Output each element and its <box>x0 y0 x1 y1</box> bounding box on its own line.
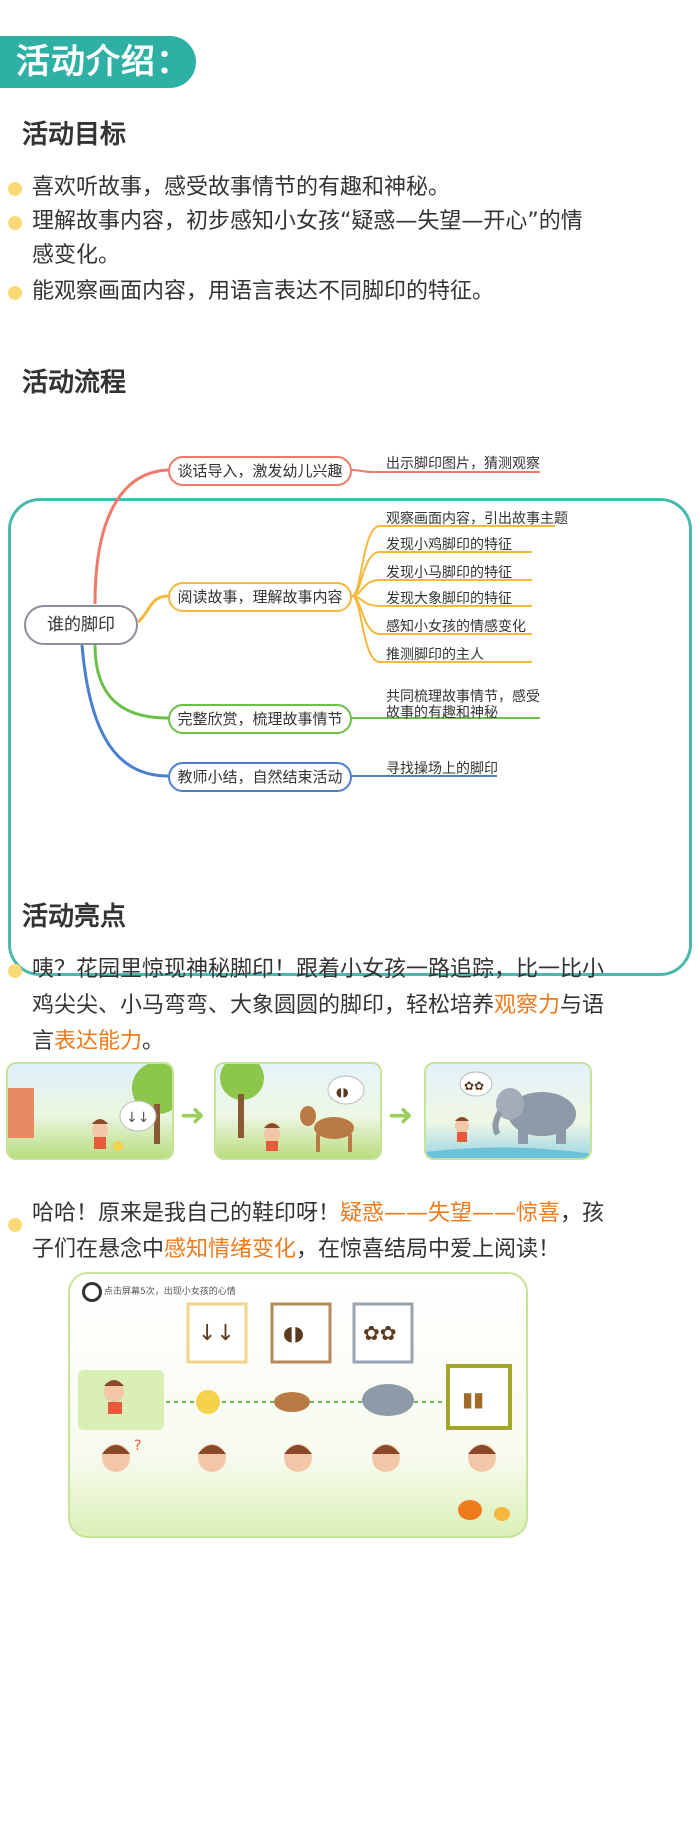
bullet-dot <box>8 182 22 196</box>
mindmap-leaf: 发现小马脚印的特征 <box>386 565 512 581</box>
svg-text:▮▮: ▮▮ <box>462 1387 484 1411</box>
page-title: 活动介绍： <box>0 36 196 88</box>
highlight-para-1: 咦？花园里惊现神秘脚印！跟着小女孩一路追踪，比一比小 <box>32 957 605 982</box>
section-title-goals: 活动目标 <box>16 114 157 157</box>
mindmap-panel <box>8 498 692 976</box>
mindmap-branch: 完整欣赏，梳理故事情节 <box>168 704 352 734</box>
svg-text:↓↓: ↓↓ <box>126 1110 149 1126</box>
mindmap-leaf: 感知小女孩的情感变化 <box>386 619 526 635</box>
highlight-para-2: 哈哈！原来是我自己的鞋印呀！疑惑——失望——惊喜，孩 <box>32 1201 605 1226</box>
mindmap-leaf: 观察画面内容，引出故事主题 <box>386 511 568 527</box>
horse-scene-illustration: ◖◗ <box>220 1064 365 1152</box>
mindmap-branch: 教师小结，自然结束活动 <box>168 762 352 792</box>
mindmap-branch: 谈话导入，激发幼儿兴趣 <box>168 456 352 486</box>
svg-text:✿✿: ✿✿ <box>464 1079 484 1093</box>
section-title-process: 活动流程 <box>16 362 157 405</box>
story-image-elephant: ✿✿ <box>424 1062 592 1160</box>
highlight-para-1-line2: 鸡尖尖、小马弯弯、大象圆圆的脚印，轻松培养观察力与语 <box>32 993 605 1018</box>
goal-item: 理解故事内容，初步感知小女孩“疑惑—失望—开心”的情 <box>32 209 583 234</box>
mindmap-leaf: 出示脚印图片，猜测观察 <box>386 456 540 472</box>
goal-item: 能观察画面内容，用语言表达不同脚印的特征。 <box>32 279 495 304</box>
mindmap-leaf: 发现小鸡脚印的特征 <box>386 537 512 553</box>
section-title-highlights: 活动亮点 <box>16 896 157 939</box>
svg-text:✿✿: ✿✿ <box>363 1321 397 1345</box>
svg-text:◖◗: ◖◗ <box>336 1085 349 1099</box>
story-caption: 点击屏幕5次，出现小女孩的心情 <box>104 1287 236 1297</box>
mindmap-leaf: 共同梳理故事情节，感受 <box>386 689 540 705</box>
story-image-horse: ◖◗ <box>214 1062 382 1160</box>
goal-item: 喜欢听故事，感受故事情节的有趣和神秘。 <box>32 175 451 200</box>
elephant-scene-illustration: ✿✿ <box>426 1071 590 1158</box>
story-board-illustration: ↓↓ ◖◗ ✿✿ ▮▮ ? <box>78 1282 512 1521</box>
story-board: ↓↓ ◖◗ ✿✿ ▮▮ ? 点击屏幕5次，出现小女孩的心情 <box>68 1272 528 1538</box>
arrow-right-icon: ➜ <box>180 1098 206 1133</box>
story-image-chick: ↓↓ <box>6 1062 174 1160</box>
svg-text:?: ? <box>134 1438 141 1454</box>
highlight-para-2-line2: 子们在悬念中感知情绪变化，在惊喜结局中爱上阅读！ <box>32 1237 561 1262</box>
svg-text:◖◗: ◖◗ <box>283 1321 304 1345</box>
mindmap-leaf: 寻找操场上的脚印 <box>386 761 498 777</box>
mindmap-root: 谁的脚印 <box>24 605 138 645</box>
bullet-dot <box>8 1218 22 1232</box>
mindmap-leaf: 故事的有趣和神秘 <box>386 705 498 721</box>
mindmap-branch: 阅读故事，理解故事内容 <box>168 582 352 612</box>
bullet-dot <box>8 964 22 978</box>
arrow-right-icon: ➜ <box>388 1098 414 1133</box>
goal-item-cont: 感变化。 <box>32 243 121 268</box>
highlight-para-1-line3: 言表达能力。 <box>32 1029 165 1054</box>
mindmap-leaf: 推测脚印的主人 <box>386 647 484 663</box>
svg-text:↓↓: ↓↓ <box>198 1321 235 1346</box>
mindmap-leaf: 发现大象脚印的特征 <box>386 591 512 607</box>
chick-scene-illustration: ↓↓ <box>8 1064 172 1151</box>
bullet-dot <box>8 216 22 230</box>
bullet-dot <box>8 286 22 300</box>
